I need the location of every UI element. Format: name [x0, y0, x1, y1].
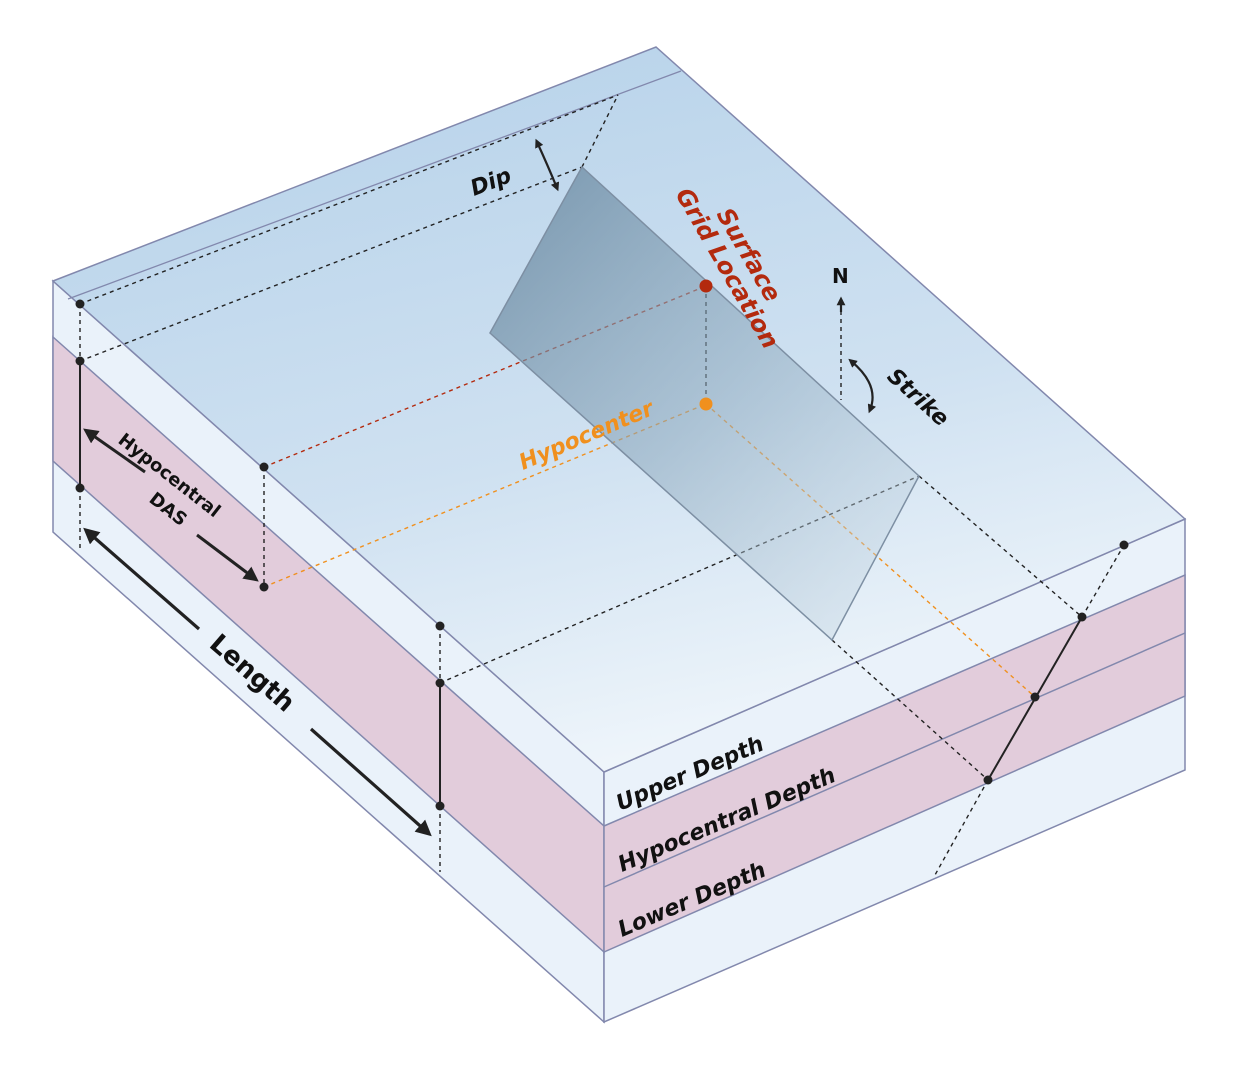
right-dash-top [1081, 544, 1125, 618]
point [983, 775, 993, 785]
das-arrow-lower [196, 533, 259, 582]
point [435, 621, 445, 631]
point [75, 356, 85, 366]
surface-grid-location-point [699, 279, 713, 293]
point [75, 483, 85, 493]
point [1119, 540, 1129, 550]
point [75, 299, 85, 309]
hypocentral-depth-line-right [603, 632, 1186, 888]
point [435, 801, 445, 811]
right-rupture-band [603, 573, 1186, 954]
arrows [83, 138, 877, 837]
dip-ref-line-upper [79, 94, 619, 305]
hypocenter-point [699, 397, 713, 411]
north-label: N [832, 264, 849, 288]
point [1077, 612, 1087, 622]
plane-extension-top [581, 94, 619, 168]
point [259, 462, 269, 472]
strike-arrow [848, 358, 877, 414]
dip-arrow [535, 138, 560, 192]
point [435, 678, 445, 688]
dip-ref-line-lower [79, 166, 583, 362]
right-dash-bottom [934, 779, 989, 876]
length-arrow-upper [83, 527, 201, 631]
top-inset-line [67, 70, 682, 300]
points [75, 299, 1129, 811]
trace-extension-right [918, 475, 1083, 618]
point [1030, 692, 1040, 702]
das-arrow-upper [83, 428, 146, 474]
trace-extension-bottom [831, 639, 989, 781]
block [51, 46, 1187, 1024]
length-arrow-lower [309, 727, 432, 837]
point [259, 582, 269, 592]
